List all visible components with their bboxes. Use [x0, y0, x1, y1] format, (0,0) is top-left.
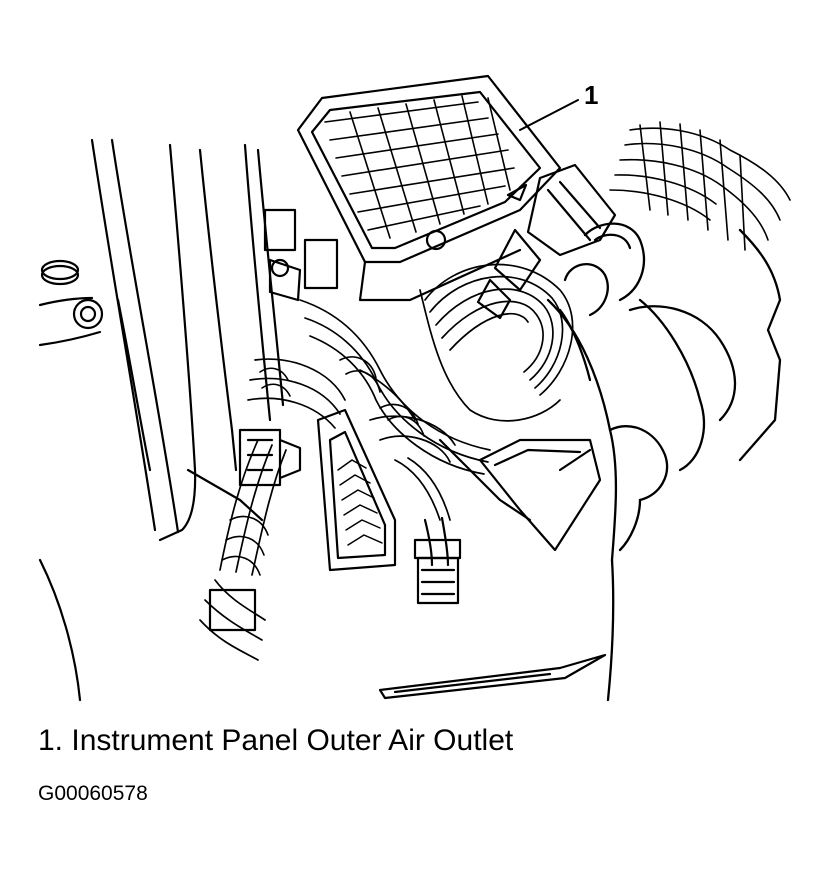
outlet-connector	[476, 163, 617, 320]
upper-wire-bundle	[609, 121, 791, 251]
harness-connectors	[208, 208, 339, 632]
trim-tool	[378, 653, 607, 700]
wiring-harness	[199, 263, 574, 661]
mounting-bolts	[38, 259, 104, 347]
instrument-panel-outer-air-outlet	[296, 74, 562, 302]
outlet-grille	[324, 95, 515, 239]
pigtail-connector	[413, 516, 462, 605]
technician-hand	[546, 222, 782, 702]
callout-1: 1	[519, 80, 598, 131]
harness-wraps	[221, 356, 425, 576]
callout-number: 1	[584, 80, 598, 110]
lower-bracket	[438, 438, 602, 552]
figure-id: G00060578	[38, 782, 148, 805]
legend-item-1: 1. Instrument Panel Outer Air Outlet	[38, 724, 514, 757]
wiring-illustration: 1	[38, 74, 791, 702]
dash-pillar-panel	[38, 138, 285, 702]
heat-shield	[316, 408, 397, 572]
